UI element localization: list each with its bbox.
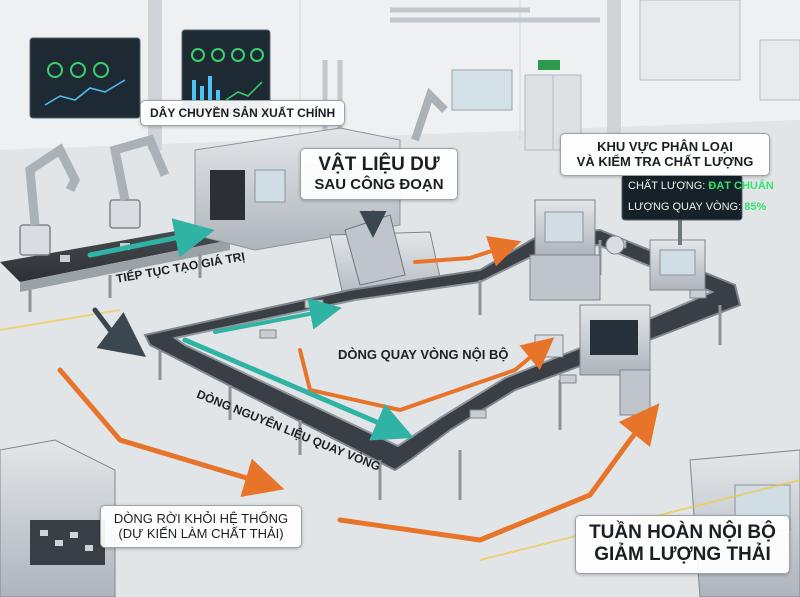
sort-line-2: VÀ KIỂM TRA CHẤT LƯỢNG	[576, 154, 754, 170]
qc-rate-readout: LƯỢNG QUAY VÒNG: 85%	[628, 201, 766, 213]
qc-rate-value: 85%	[744, 201, 767, 213]
pillar	[607, 0, 621, 160]
flow-arrows	[57, 210, 660, 543]
split-arrow	[92, 307, 146, 357]
qc-quality-value: ĐẠT CHUẨN	[708, 180, 774, 192]
recycle-line-1: TUẦN HOÀN NỘI BỘ	[589, 522, 776, 543]
label-sorting-area: KHU VỰC PHÂN LOẠI VÀ KIỂM TRA CHẤT LƯỢNG	[560, 133, 770, 176]
continue-arrow	[87, 218, 215, 258]
returned-material-arrow	[182, 337, 414, 441]
exit-sign	[538, 60, 560, 70]
windows	[639, 0, 800, 101]
pillar	[148, 0, 162, 150]
recycle-line-2: GIẢM LƯỢNG THẢI	[594, 544, 771, 566]
qc-rate-label: LƯỢNG QUAY VÒNG:	[628, 201, 742, 213]
qc-monitor	[621, 174, 743, 245]
label-main-line: DÂY CHUYỀN SẢN XUẤT CHÍNH	[140, 100, 346, 127]
wall-dashboard-left	[29, 37, 141, 119]
label-excess-material: VẬT LIỆU DƯ SAU CÔNG ĐOẠN	[300, 148, 458, 201]
label-exit-flow: DÒNG RỜI KHỎI HỆ THỐNG (DỰ KIẾN LÀM CHẤT…	[100, 505, 302, 548]
label-internal-recycle: TUẦN HOÀN NỘI BỘ GIẢM LƯỢNG THẢI	[575, 515, 790, 574]
control-window	[451, 69, 513, 111]
exit-line-2: (DỰ KIẾN LÀM CHẤT THẢI)	[118, 526, 284, 542]
excess-subtitle: SAU CÔNG ĐOẠN	[314, 176, 444, 194]
excess-title: VẬT LIỆU DƯ	[318, 154, 440, 175]
robot-arms	[19, 87, 448, 256]
internal-arrow-top	[413, 235, 522, 267]
exit-arrow	[57, 367, 285, 497]
label-internal-flow: DÒNG QUAY VÒNG NỘI BỘ	[338, 347, 509, 362]
sort-line-1: KHU VỰC PHÂN LOẠI	[597, 139, 733, 154]
qc-quality-label: CHẤT LƯỢNG:	[628, 180, 706, 192]
recycle-arrow	[337, 403, 660, 543]
return-arrow-upper	[213, 298, 342, 334]
qc-quality-readout: CHẤT LƯỢNG: ĐẠT CHUẨN	[628, 180, 774, 192]
exit-line-1: DÒNG RỜI KHỎI HỆ THỐNG	[113, 511, 289, 526]
